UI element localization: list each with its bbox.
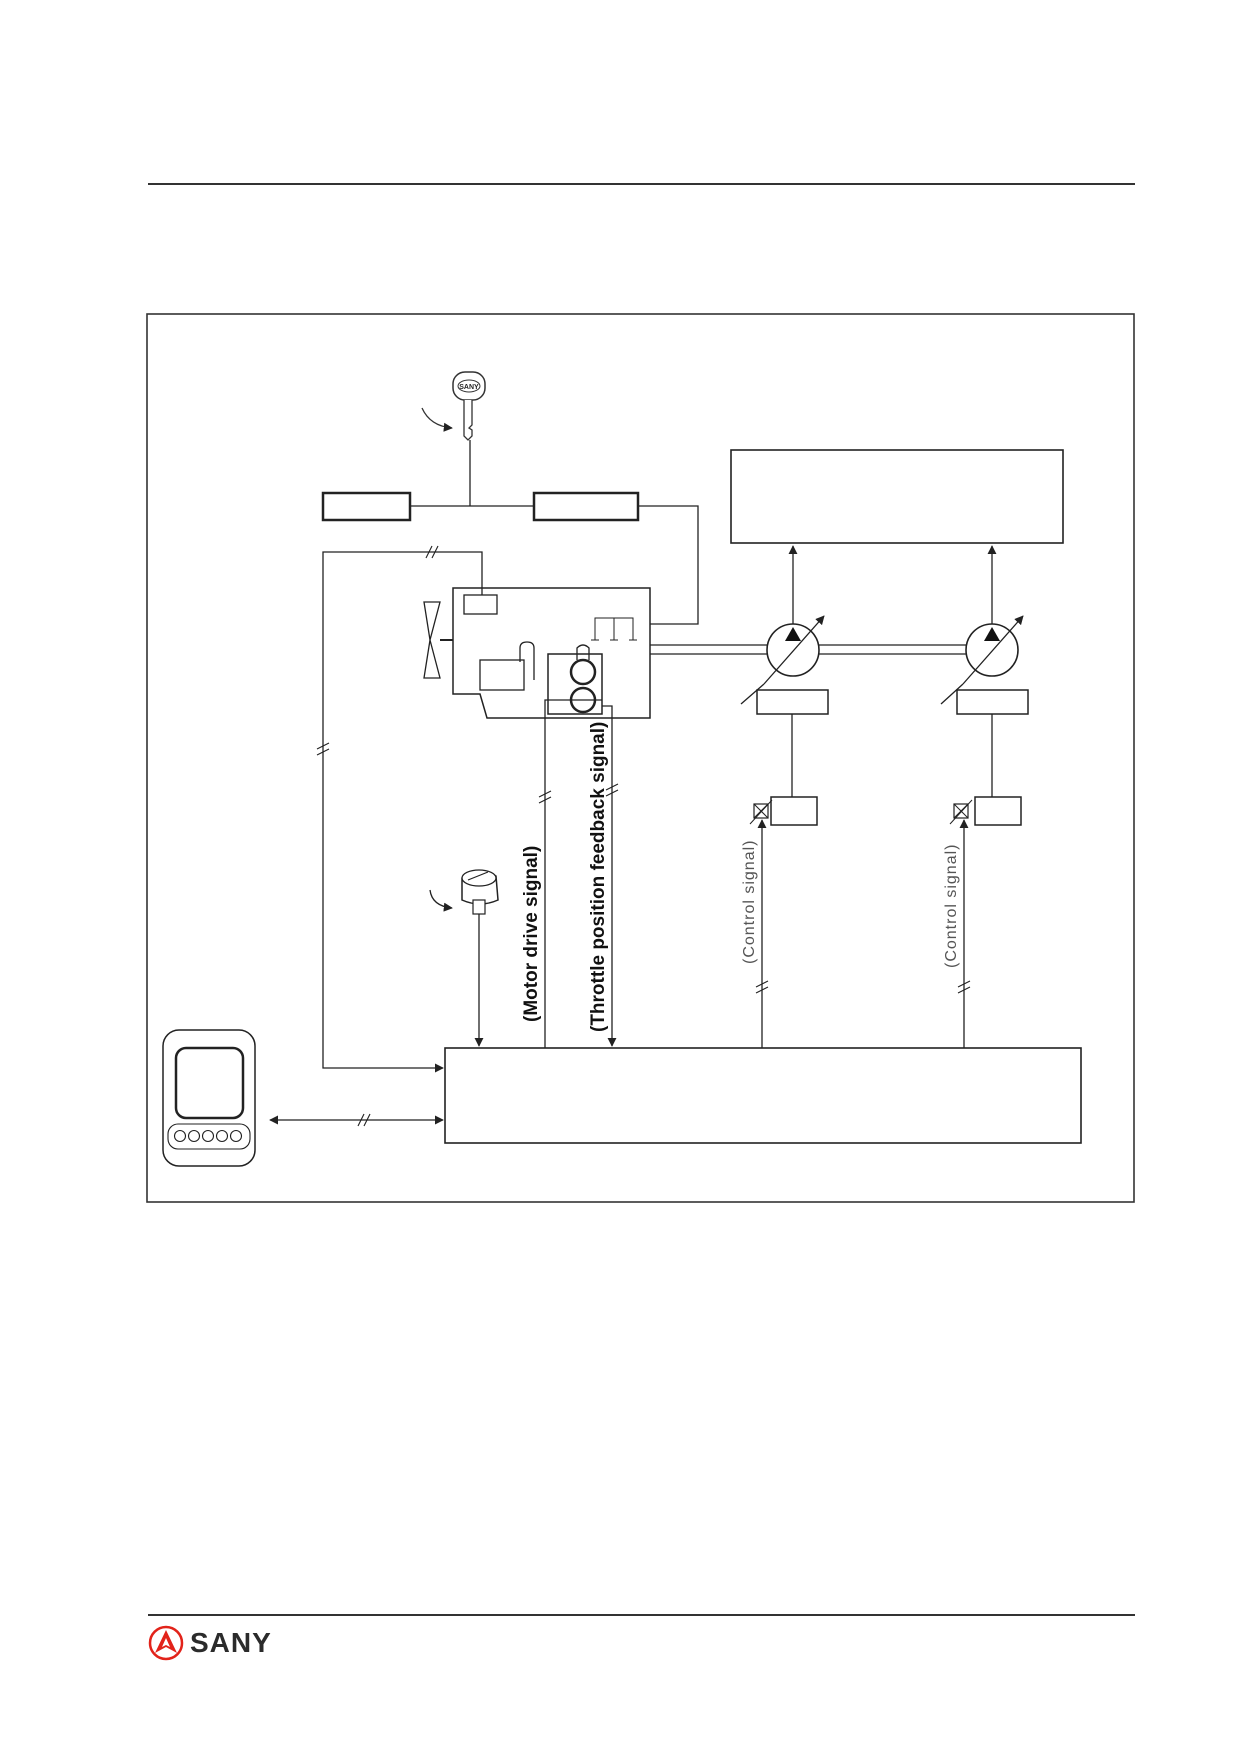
sany-logo-icon <box>148 1625 184 1661</box>
cooling-fan-icon <box>423 601 453 679</box>
throttle-motor-icon <box>547 644 603 715</box>
right-relay-box <box>532 491 640 522</box>
header-rule <box>148 183 1135 185</box>
footer-rule <box>148 1614 1135 1616</box>
pump-1-solenoid-valve-icon <box>749 796 818 826</box>
pump-2-solenoid-valve-icon <box>949 796 1022 826</box>
monitor-display-icon <box>162 1029 256 1167</box>
dial-rotation-arrow <box>429 889 453 912</box>
pump-1-icon <box>740 615 825 705</box>
pump-2-regulator-box <box>956 689 1029 715</box>
hydraulic-system-box <box>730 449 1064 544</box>
pump-1-regulator-box <box>756 689 829 715</box>
ignition-key-icon: SANY <box>452 371 486 441</box>
sany-logo: SANY <box>148 1625 272 1661</box>
controller-box <box>444 1047 1082 1144</box>
throttle-dial-icon <box>461 869 499 915</box>
pump-2-icon <box>940 615 1024 705</box>
key-brand-label: SANY <box>459 384 479 391</box>
left-relay-box <box>321 491 412 522</box>
sany-logo-text: SANY <box>190 1627 272 1658</box>
key-rotation-arrow <box>421 407 453 432</box>
diagram-frame <box>146 313 1135 1203</box>
control-signal-label-right: (Control signal) <box>943 844 960 968</box>
throttle-feedback-signal-label: (Throttle position feedback signal) <box>588 722 609 1032</box>
control-signal-label-left: (Control signal) <box>741 840 758 964</box>
motor-drive-signal-label: (Motor drive signal) <box>521 846 542 1022</box>
